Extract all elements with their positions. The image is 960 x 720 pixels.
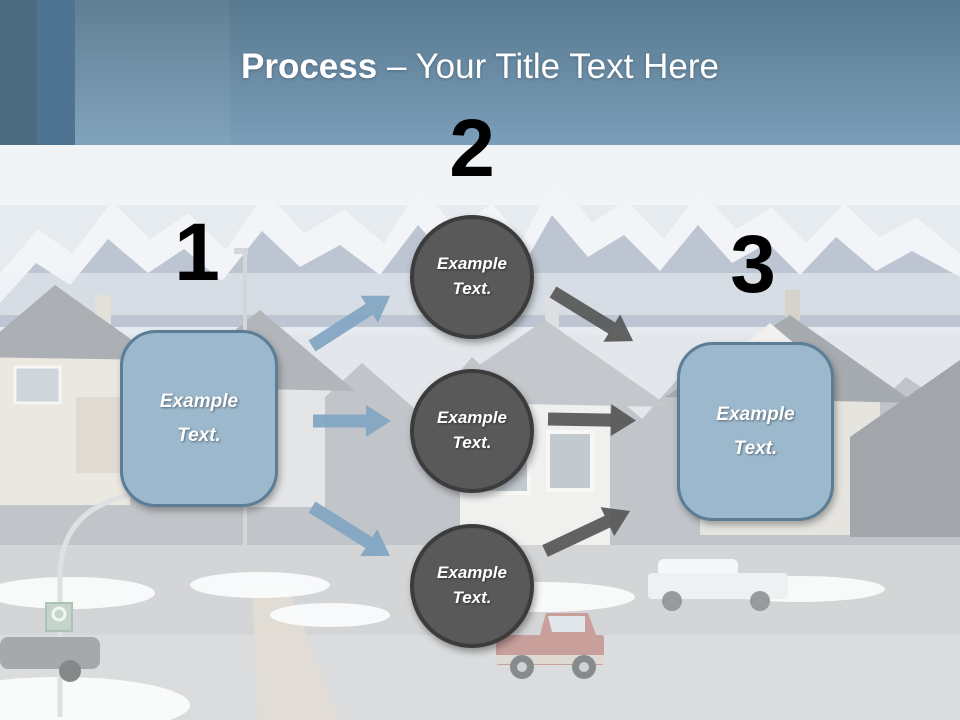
parked-car	[0, 637, 100, 669]
slide-header: Process – Your Title Text Here	[0, 0, 960, 145]
process-circle-2: Example Text.	[410, 369, 534, 493]
process-circle-1: Example Text.	[410, 215, 534, 339]
house-roof	[850, 360, 960, 537]
process-start-label: Example Text.	[159, 391, 239, 446]
step-number-1: 1	[174, 207, 220, 298]
process-circle-2-label: Example Text.	[437, 408, 507, 452]
process-circle-3-label: Example Text.	[437, 563, 507, 607]
title-keyword: Process	[241, 47, 378, 86]
street-sign-symbol	[51, 606, 67, 622]
house-roof	[0, 285, 160, 360]
window	[13, 365, 62, 405]
step-number-3: 3	[730, 219, 776, 310]
sidewalk	[252, 587, 340, 720]
car-wheel	[59, 660, 81, 682]
process-end-box: Example Text.	[677, 342, 834, 521]
header-stripe-dark	[0, 0, 37, 145]
process-circle-3: Example Text.	[410, 524, 534, 648]
process-start-box: Example Text.	[120, 330, 278, 507]
step-number-2: 2	[449, 103, 495, 194]
process-circle-1-label: Example Text.	[437, 254, 507, 298]
header-stripe-mid	[37, 0, 75, 145]
garage-door	[76, 397, 126, 473]
slide-title: Process – Your Title Text Here	[0, 44, 960, 90]
street-lamp-head	[234, 248, 248, 254]
header-stripe-light	[75, 0, 230, 145]
process-end-label: Example Text.	[716, 404, 795, 459]
white-truck	[648, 559, 788, 611]
title-subtitle: – Your Title Text Here	[377, 47, 719, 86]
red-truck	[496, 613, 604, 679]
